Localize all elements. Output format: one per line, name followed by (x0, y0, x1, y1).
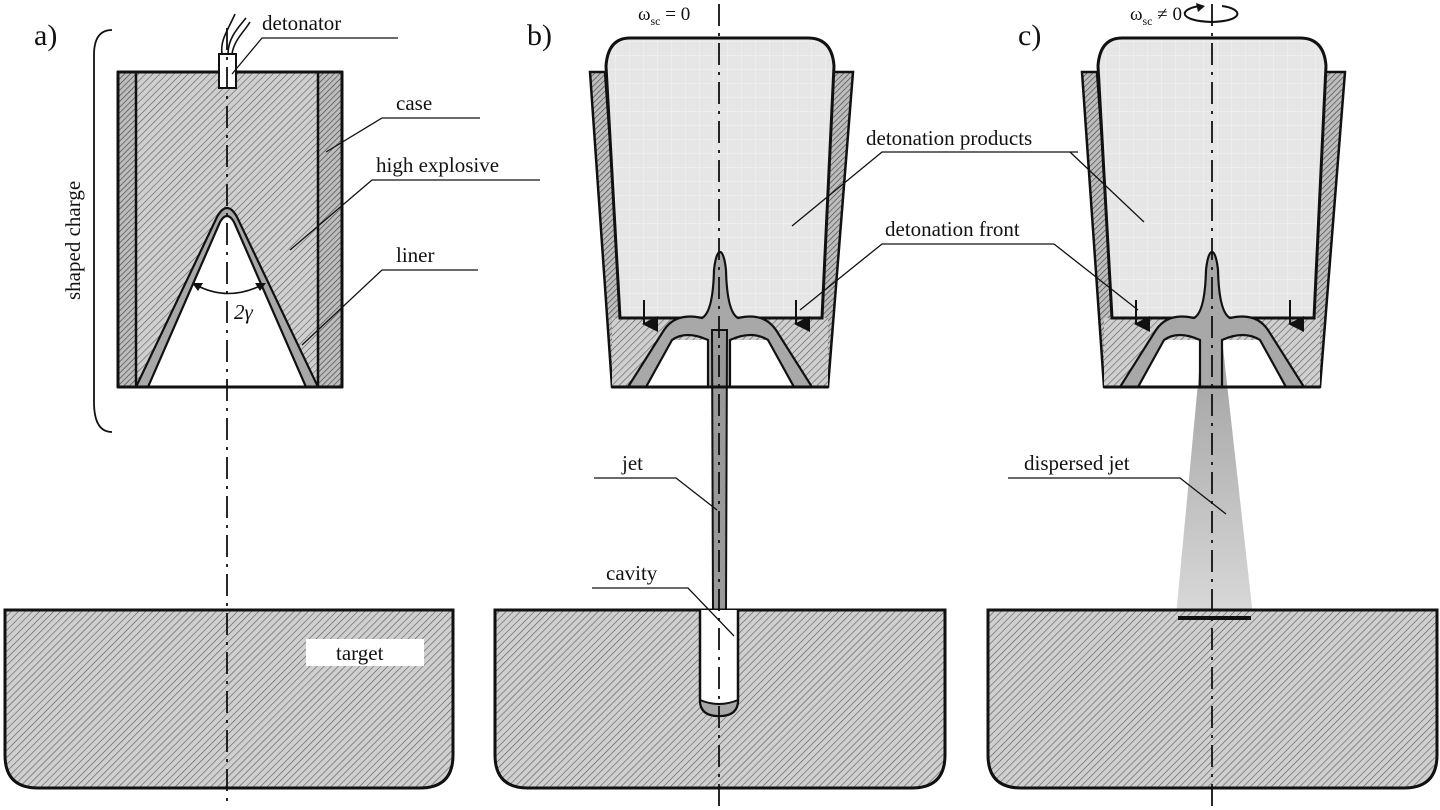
detonation-front-label: detonation front (885, 217, 1020, 241)
panel-b: b) ωsc = 0 detonation products detonatio… (493, 4, 1078, 808)
high-explosive-label: high explosive (376, 153, 499, 177)
detonation-front-leader-b (799, 243, 1054, 311)
panel-a-tag: a) (34, 19, 57, 52)
panel-c-tag: c) (1018, 19, 1041, 52)
angle-arc (195, 284, 263, 295)
panel-a: a) shaped charge 2γ detonator case high … (3, 11, 540, 808)
case-label: case (396, 91, 432, 115)
cavity-right-c (1222, 340, 1286, 387)
target-label: target (336, 641, 384, 665)
case-wall-right (316, 70, 344, 389)
penetration-cavity-b (698, 610, 740, 718)
dispersed-jet-spray (1176, 330, 1253, 616)
detonator-wires (220, 13, 251, 55)
panel-b-tag: b) (527, 19, 552, 52)
cavity-right-b (730, 340, 794, 387)
liner-leader (301, 269, 478, 346)
panel-c: c) ωsc ≠ 0 dispersed jet (986, 3, 1439, 808)
dispersed-jet-label: dispersed jet (1024, 451, 1130, 475)
collapsing-liner-b (626, 250, 814, 389)
jet-label: jet (621, 451, 643, 475)
detonator-leader (231, 37, 398, 75)
detonator-label: detonator (262, 11, 341, 35)
cavity-left-c (1138, 340, 1200, 387)
omega-c: ωsc ≠ 0 (1130, 4, 1182, 28)
detonation-products-b (604, 36, 836, 320)
case-leader (325, 117, 480, 153)
case-wall-left (116, 70, 138, 389)
high-explosive-leader (289, 179, 540, 251)
cavity-left-b (646, 340, 708, 387)
target-label-box (306, 639, 424, 666)
rotation-icon (1183, 3, 1239, 24)
detonation-products-leader-c (1069, 151, 1145, 223)
jet-leader (594, 477, 718, 511)
angle-arrow-right (255, 283, 266, 291)
shaped-charge-label: shaped charge (61, 181, 85, 300)
angle-label: 2γ (234, 300, 254, 324)
detonation-front-leader-c (1053, 243, 1139, 311)
dispersed-jet-leader (1008, 477, 1227, 515)
detonation-products-label: detonation products (866, 126, 1032, 150)
omega-b: ωsc = 0 (638, 4, 690, 28)
cavity-label: cavity (606, 561, 658, 585)
shaped-charge-bracket (93, 29, 113, 433)
detonation-products-leader (791, 151, 1078, 227)
target-a (3, 608, 455, 790)
angle-arrow-left (192, 283, 203, 291)
liner-label: liner (396, 243, 434, 267)
